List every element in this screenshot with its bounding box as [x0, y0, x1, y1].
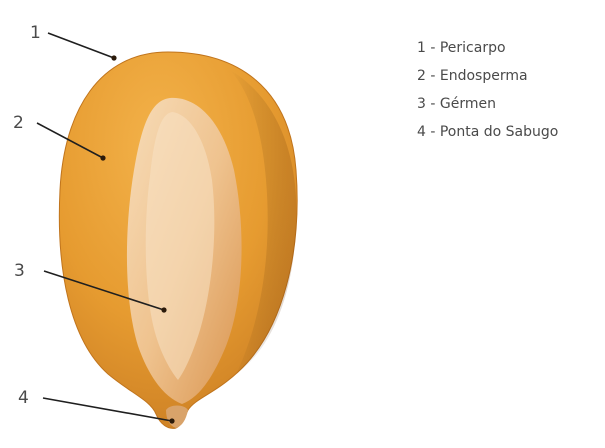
legend: 1 - Pericarpo 2 - Endosperma 3 - Gérmen …	[417, 34, 558, 146]
callout-4-marker	[169, 418, 174, 423]
legend-item-germen: 3 - Gérmen	[417, 90, 558, 118]
callout-2-number: 2	[13, 113, 24, 133]
legend-item-pericarpo: 1 - Pericarpo	[417, 34, 558, 62]
callout-1-marker	[111, 55, 116, 60]
callout-4-number: 4	[18, 388, 29, 408]
legend-item-ponta-do-sabugo: 4 - Ponta do Sabugo	[417, 118, 558, 146]
callout-1-number: 1	[30, 23, 41, 43]
legend-item-endosperma: 2 - Endosperma	[417, 62, 558, 90]
callout-3-number: 3	[14, 261, 25, 281]
callout-2-marker	[100, 155, 105, 160]
callout-1-leader	[48, 33, 114, 58]
callout-3-marker	[161, 307, 166, 312]
